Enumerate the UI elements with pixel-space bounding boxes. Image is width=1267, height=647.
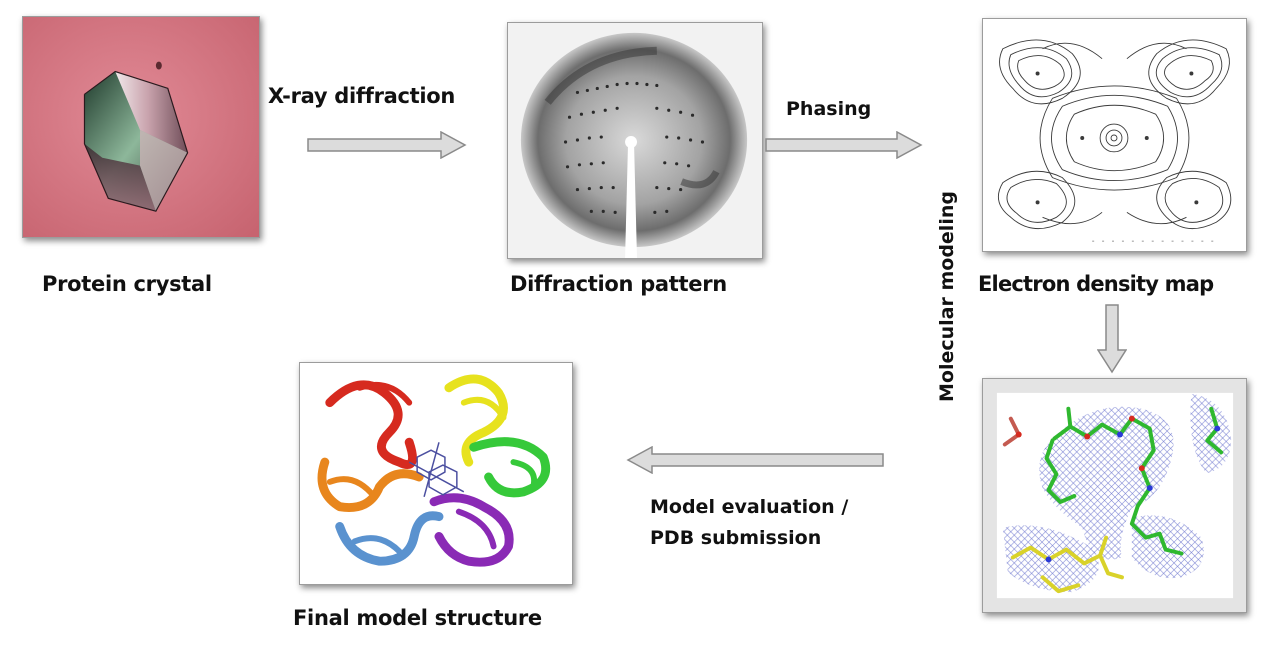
final-model-structure-label: Final model structure: [293, 606, 542, 630]
final-model-structure-image: [299, 362, 573, 585]
pdb-submission-label: PDB submission: [650, 527, 822, 549]
model-evaluation-label: Model evaluation /: [650, 496, 849, 518]
xray-diffraction-label: X-ray diffraction: [268, 84, 456, 108]
down-arrow-icon: [1097, 304, 1127, 374]
diffraction-pattern-image: [507, 22, 763, 259]
left-arrow-icon: [626, 446, 884, 474]
right-arrow-icon: [307, 131, 467, 159]
model-fitted-density-image: [982, 378, 1247, 613]
electron-density-map-label: Electron density map: [978, 272, 1214, 296]
right-arrow-icon: [765, 131, 923, 159]
molecular-modeling-label: Molecular modeling: [936, 191, 958, 402]
electron-density-map-image: [982, 18, 1247, 252]
protein-crystal-image: [22, 16, 260, 238]
phasing-label: Phasing: [786, 98, 872, 120]
diffraction-pattern-label: Diffraction pattern: [510, 272, 727, 296]
protein-crystal-label: Protein crystal: [42, 272, 212, 296]
